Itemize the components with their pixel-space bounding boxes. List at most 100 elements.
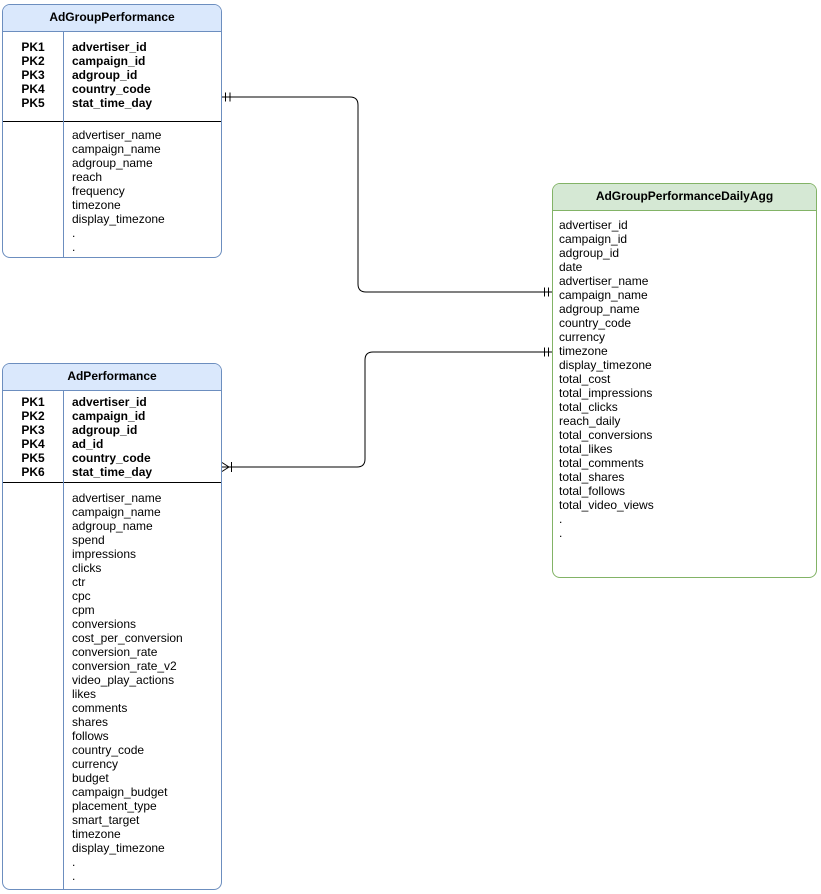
attribute-row: total_comments	[559, 456, 644, 470]
pk-field-name: country_code	[72, 451, 151, 465]
pk-field-name: campaign_id	[72, 54, 146, 68]
primary-key-row: PK2 campaign_id	[3, 409, 221, 423]
attribute-row: adgroup_name	[559, 302, 640, 316]
attribute-row: .	[559, 512, 563, 526]
attribute-row: smart_target	[72, 813, 140, 827]
attribute-row: advertiser_name	[72, 491, 162, 505]
primary-key-row: PK1 advertiser_id	[3, 40, 221, 54]
pk-field-name: country_code	[72, 82, 151, 96]
attribute-row: advertiser_name	[559, 274, 649, 288]
attribute-row: budget	[72, 771, 109, 785]
attribute-row: conversions	[72, 617, 137, 631]
entity-table-adgroupperformancedailyagg[interactable]: AdGroupPerformanceDailyAgg advertiser_id…	[552, 183, 817, 578]
attribute-row: .	[72, 226, 76, 240]
pk-label: PK1	[21, 395, 45, 409]
attribute-row: total_likes	[559, 442, 613, 456]
pk-column-divider	[63, 391, 64, 889]
attribute-row: spend	[72, 533, 105, 547]
attribute-row: shares	[72, 715, 109, 729]
attribute-row: .	[72, 855, 76, 869]
pk-label: PK2	[21, 409, 45, 423]
attribute-row: advertiser_name	[72, 128, 162, 142]
attribute-row: advertiser_id	[559, 218, 628, 232]
pk-field-name: advertiser_id	[72, 40, 147, 54]
attribute-row: ctr	[72, 575, 86, 589]
pk-field-name: campaign_id	[72, 409, 146, 423]
attribute-row: adgroup_name	[72, 156, 153, 170]
pk-label: PK3	[21, 68, 45, 82]
attribute-row: timezone	[72, 827, 121, 841]
attribute-row: cpc	[72, 589, 91, 603]
pk-field-name: adgroup_id	[72, 423, 138, 437]
table-title: AdPerformance	[3, 364, 221, 391]
pk-label: PK3	[21, 423, 45, 437]
attribute-row: .	[72, 869, 76, 883]
pk-label: PK5	[21, 451, 45, 465]
pk-field-name: stat_time_day	[72, 465, 153, 479]
attribute-row: currency	[72, 757, 119, 771]
attribute-row: reach_daily	[559, 414, 621, 428]
table-title: AdGroupPerformanceDailyAgg	[553, 184, 816, 211]
pk-column-divider	[63, 32, 64, 257]
pk-label: PK1	[21, 40, 45, 54]
attribute-row: timezone	[559, 344, 608, 358]
attribute-row: total_cost	[559, 372, 611, 386]
primary-key-row: PK5 stat_time_day	[3, 96, 221, 110]
pk-label: PK5	[21, 96, 45, 110]
primary-key-row: PK4 country_code	[3, 82, 221, 96]
cardinality-one-marker-target	[544, 287, 549, 297]
cardinality-many-marker-source	[221, 462, 232, 472]
primary-key-row: PK5 country_code	[3, 451, 221, 465]
attribute-row: video_play_actions	[72, 673, 175, 687]
attribute-row: campaign_budget	[72, 785, 168, 799]
pk-label: PK4	[21, 82, 45, 96]
attribute-row: campaign_name	[559, 288, 648, 302]
attribute-row: campaign_id	[559, 232, 628, 246]
attribute-row: timezone	[72, 198, 121, 212]
attribute-row: adgroup_name	[72, 519, 153, 533]
attribute-row: likes	[72, 687, 97, 701]
pk-field-name: advertiser_id	[72, 395, 147, 409]
attribute-row: display_timezone	[559, 358, 652, 372]
attribute-row: cpm	[72, 603, 95, 617]
table-title: AdGroupPerformance	[3, 5, 221, 32]
connector-line	[222, 96, 552, 293]
connector-adperformance-dailyagg	[221, 347, 552, 472]
attribute-row: frequency	[72, 184, 125, 198]
attribute-row: reach	[72, 170, 103, 184]
primary-key-row: PK1 advertiser_id	[3, 395, 221, 409]
connector-adgroupperformance-dailyagg	[222, 92, 552, 297]
attribute-row: .	[72, 240, 76, 254]
connector-line	[222, 351, 552, 468]
attribute-row: total_impressions	[559, 386, 653, 400]
attribute-row: clicks	[72, 561, 102, 575]
cardinality-one-marker-target	[544, 347, 549, 357]
attribute-row: total_conversions	[559, 428, 653, 442]
attribute-row: .	[559, 526, 563, 540]
pk-field-name: ad_id	[72, 437, 104, 451]
attribute-row: total_clicks	[559, 400, 618, 414]
attribute-row: follows	[72, 729, 109, 743]
pk-field-name: stat_time_day	[72, 96, 153, 110]
pk-label: PK6	[21, 465, 45, 479]
cardinality-one-marker-source	[225, 92, 231, 102]
attribute-row: display_timezone	[72, 841, 165, 855]
attribute-row: total_follows	[559, 484, 626, 498]
attribute-row: date	[559, 260, 583, 274]
attribute-row: country_code	[559, 316, 632, 330]
attribute-row: total_shares	[559, 470, 625, 484]
attribute-row: adgroup_id	[559, 246, 620, 260]
attribute-row: conversion_rate_v2	[72, 659, 177, 673]
primary-key-row: PK6 stat_time_day	[3, 465, 221, 479]
attribute-row: total_video_views	[559, 498, 654, 512]
